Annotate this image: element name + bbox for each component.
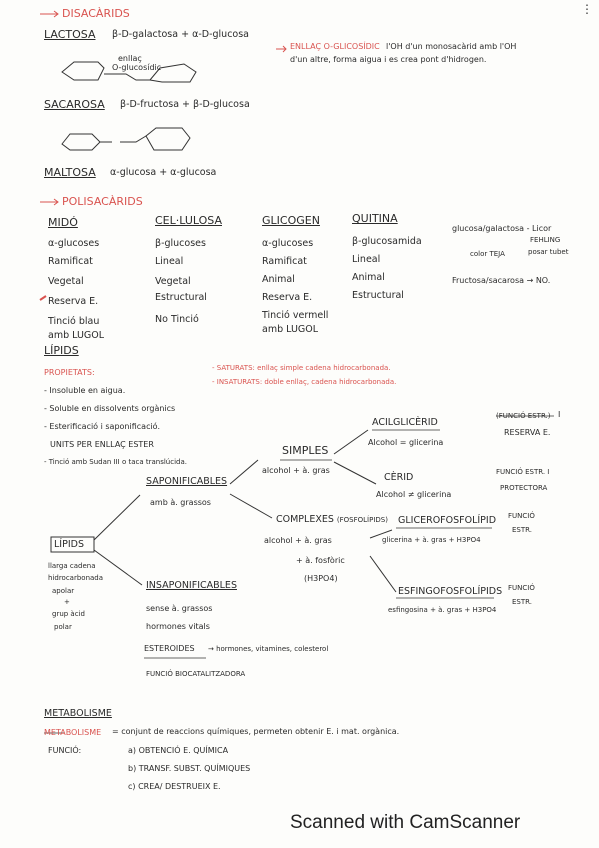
metabolisme-heading: METABOLISME: [44, 708, 112, 719]
metabolisme-def-label: METABOLISME: [44, 728, 102, 737]
cerid-node: CÈRID: [384, 472, 414, 483]
ring-shape: [149, 63, 197, 83]
col-title: QUITINA: [352, 212, 398, 225]
metabolisme-def-text: = conjunt de reaccions químiques, permet…: [112, 727, 400, 736]
disacarids-heading: DISACÀRIDS: [62, 7, 130, 20]
lipids-root: LÍPIDS: [54, 539, 84, 550]
col-title: GLICOGEN: [262, 214, 320, 227]
enllac-text-2: d'un altre, forma aigua i es crea pont d…: [290, 55, 487, 64]
prop-item: - Soluble en dissolvents orgànics: [44, 404, 176, 413]
prop-item: - Tinció amb Sudan III o taca translúcid…: [44, 458, 187, 466]
sacarosa-formula: β-D-fructosa + β-D-glucosa: [120, 99, 250, 110]
glicerofosfolipid-node: GLICEROFOSFOLÍPID: [398, 515, 497, 526]
acilglicerid-node: ACILGLICÈRID: [372, 417, 438, 428]
branch-line: [333, 429, 369, 455]
bond-line: [104, 73, 150, 81]
lactosa-formula: β-D-galactosa + α-D-glucosa: [112, 29, 250, 40]
enllac-title: ENLLAÇ O-GLICOSÍDIC: [290, 42, 380, 51]
saponificables-node: SAPONIFICABLES: [146, 476, 228, 487]
funcio-item: b) TRANSF. SUBST. QUÍMIQUES: [128, 764, 251, 773]
ring-shape: [61, 133, 101, 151]
enllac-text-1: l'OH d'un monosacàrid amb l'OH: [386, 42, 517, 51]
arrow-icon: [276, 45, 287, 53]
insaponificables-node: INSAPONIFICABLES: [146, 580, 237, 591]
ring-shape: [145, 127, 191, 151]
branch-line: [93, 494, 141, 541]
col-title: CEL·LULOSA: [155, 214, 222, 227]
menu-icon[interactable]: ⋮: [581, 2, 593, 16]
scanner-watermark: Scanned with CamScanner: [290, 812, 521, 833]
lactosa-bond-1: enllaç: [118, 54, 142, 63]
simples-node: SIMPLES: [282, 444, 329, 457]
esteroides-label: ESTEROIDES: [144, 644, 195, 653]
polisacarids-heading: POLISACÀRIDS: [62, 195, 143, 208]
propietats-label: PROPIETATS:: [44, 368, 95, 377]
esfingofosfolipids-node: ESFINGOFOSFOLÍPIDS: [398, 586, 503, 597]
lipids-heading: LÍPIDS: [44, 344, 79, 357]
sacarosa-label: SACAROSA: [44, 98, 105, 111]
heading-arrow-icon: [40, 10, 59, 18]
saturats-note: - SATURATS: enllaç simple cadena hidroca…: [212, 364, 391, 372]
funcio-item: c) CREA/ DESTRUEIX E.: [128, 782, 221, 791]
insaturats-note: - INSATURATS: doble enllaç, cadena hidro…: [212, 378, 397, 386]
branch-line: [229, 493, 273, 519]
branch-line: [229, 459, 259, 485]
branch-line: [369, 555, 397, 593]
fructosa-note: Fructosa/sacarosa → NO.: [452, 276, 551, 285]
fehling-note-3: color TEJA: [470, 250, 505, 258]
maltosa-label: MALTOSA: [44, 166, 96, 179]
prop-item: UNITS PER ENLLAÇ ESTER: [50, 440, 154, 449]
funcio-label: FUNCIÓ:: [48, 746, 82, 755]
col-title: MIDÓ: [48, 216, 78, 229]
maltosa-formula: α-glucosa + α-glucosa: [110, 167, 217, 178]
branch-line: [369, 529, 393, 539]
fehling-note-4: posar tubet: [528, 248, 569, 256]
complexes-node: COMPLEXES (FOSFOLÍPIDS): [276, 514, 388, 525]
root-box: [50, 536, 95, 553]
branch-line: [333, 461, 377, 485]
fehling-note-2: FEHLING: [530, 236, 561, 244]
bond-line: [100, 135, 147, 143]
fehling-note-1: glucosa/galactosa - Licor: [452, 224, 552, 233]
lactosa-bond-2: O-glucosídic: [112, 63, 162, 72]
prop-item: - Insoluble en aigua.: [44, 386, 126, 395]
funcio-item: a) OBTENCIÓ E. QUÍMICA: [128, 746, 229, 755]
lactosa-label: LACTOSA: [44, 28, 96, 41]
ring-shape: [61, 61, 105, 81]
heading-arrow-icon: [40, 198, 59, 206]
prop-item: - Esterificació i saponificació.: [44, 422, 160, 431]
branch-line: [93, 549, 143, 586]
